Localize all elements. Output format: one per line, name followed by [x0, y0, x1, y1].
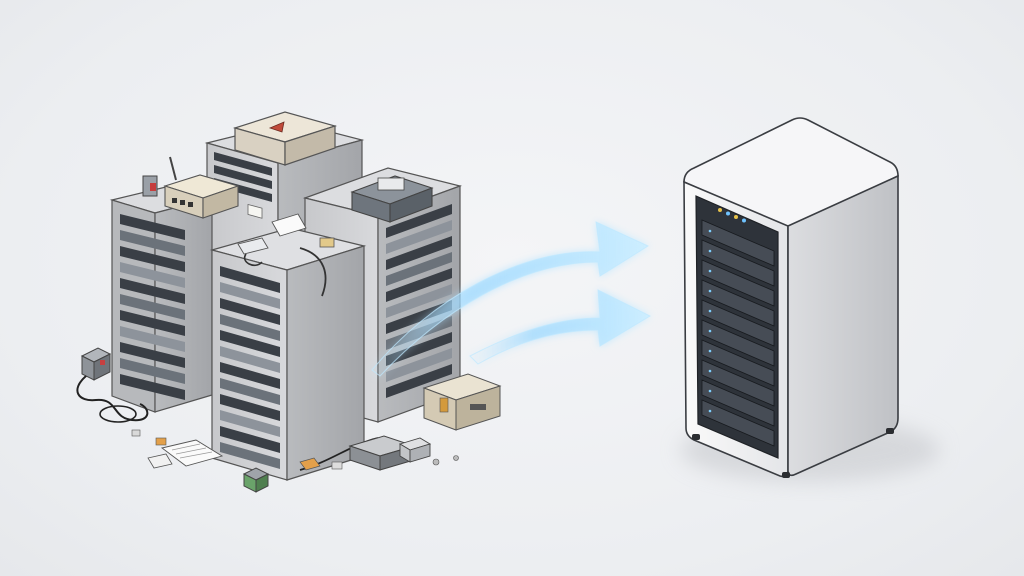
rack-slots — [120, 214, 185, 400]
migration-arrows — [371, 221, 652, 377]
paper-icon — [299, 455, 459, 471]
legacy-racks-group — [76, 111, 502, 493]
rack-slots — [386, 204, 452, 398]
arrow-icon-upper — [371, 221, 650, 377]
server-side — [787, 174, 899, 477]
modern-server — [680, 117, 940, 482]
device-icon — [350, 175, 434, 223]
power-brick-icon — [80, 347, 112, 381]
device-icon — [242, 467, 270, 493]
server-feet — [692, 428, 894, 478]
device-icon — [348, 435, 432, 471]
server-bay-leds — [708, 229, 712, 413]
power-brick-icon — [422, 373, 502, 431]
floor-clutter — [76, 347, 502, 493]
device-icon — [232, 111, 338, 219]
plug-icon — [142, 156, 177, 197]
legacy-rack-left — [109, 156, 240, 413]
server-drive-bays — [701, 219, 775, 447]
paper-icon — [131, 429, 224, 469]
device-icon — [163, 174, 240, 219]
arrow-icon-lower — [469, 289, 652, 365]
legacy-rack-front — [209, 213, 367, 481]
status-led-icons — [718, 208, 746, 223]
rack-slots — [220, 266, 280, 469]
paper-icon — [237, 213, 335, 255]
cable-icon — [243, 247, 327, 297]
